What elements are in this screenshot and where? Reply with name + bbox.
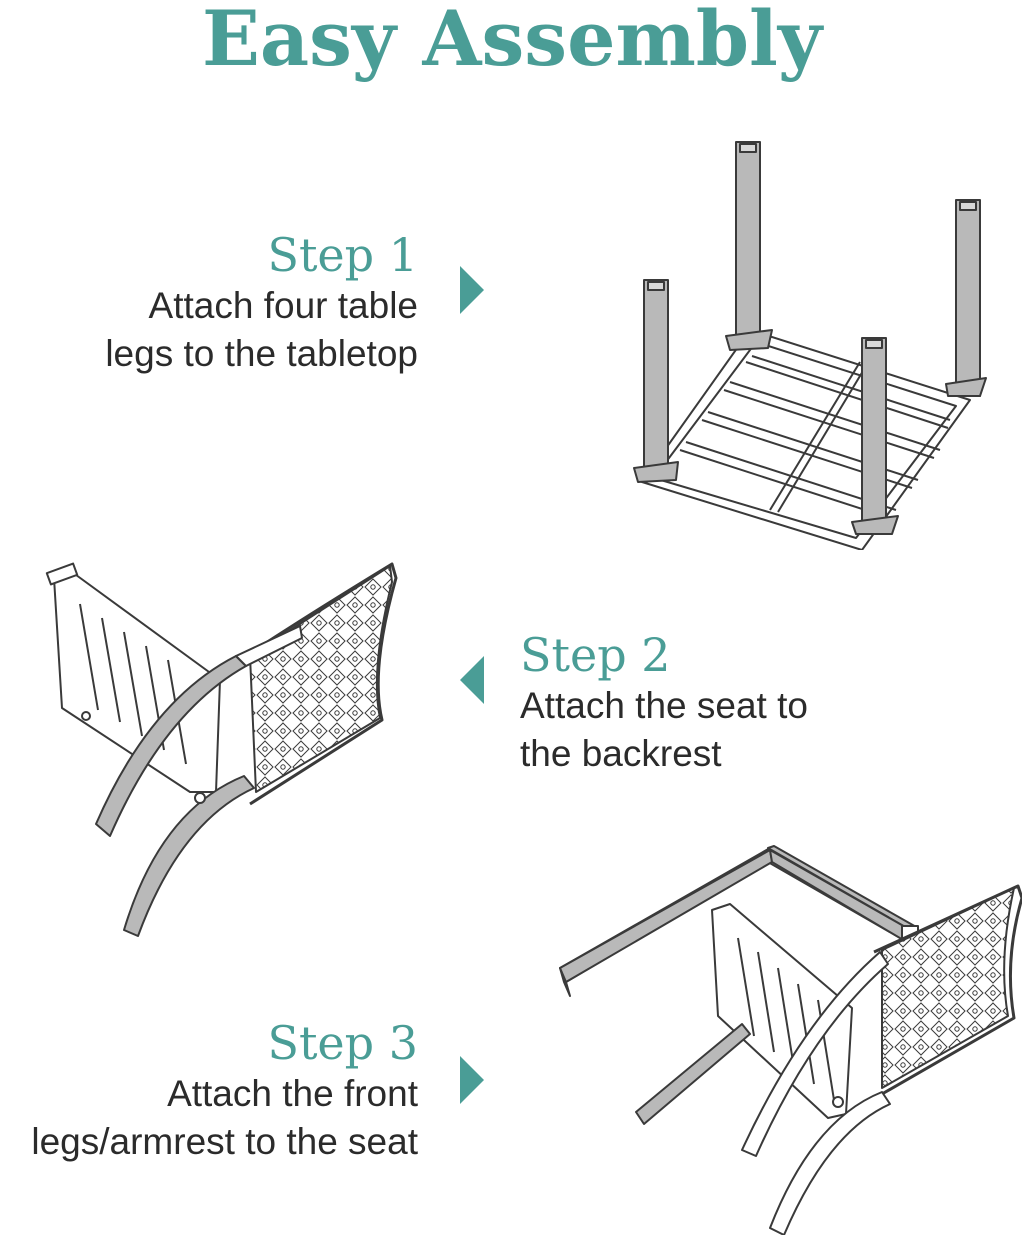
arrow-left-icon: [460, 656, 484, 704]
step-1-line-1: Attach four table: [148, 285, 418, 326]
step-3-title: Step 3: [267, 1016, 418, 1070]
step-3-text: Step 3 Attach the front legs/armrest to …: [0, 1016, 418, 1166]
arrow-right-icon: [460, 266, 484, 314]
step-1-title: Step 1: [267, 228, 418, 282]
step-3-line-1: Attach the front: [167, 1073, 418, 1114]
step-1-line-2: legs to the tabletop: [105, 333, 418, 374]
table-illustration: [630, 130, 1010, 550]
arrow-right-icon: [460, 1056, 484, 1104]
step-2-line-2: the backrest: [520, 733, 722, 774]
step-2-text: Step 2 Attach the seat to the backrest: [520, 628, 960, 778]
seat-backrest-illustration: [40, 560, 410, 950]
step-1-text: Step 1 Attach four table legs to the tab…: [0, 228, 418, 378]
step-2-title: Step 2: [520, 628, 671, 682]
step-3-line-2: legs/armrest to the seat: [31, 1121, 418, 1162]
page-title: Easy Assembly: [201, 0, 823, 83]
chair-armrest-illustration: [552, 840, 1022, 1235]
step-2-line-1: Attach the seat to: [520, 685, 808, 726]
